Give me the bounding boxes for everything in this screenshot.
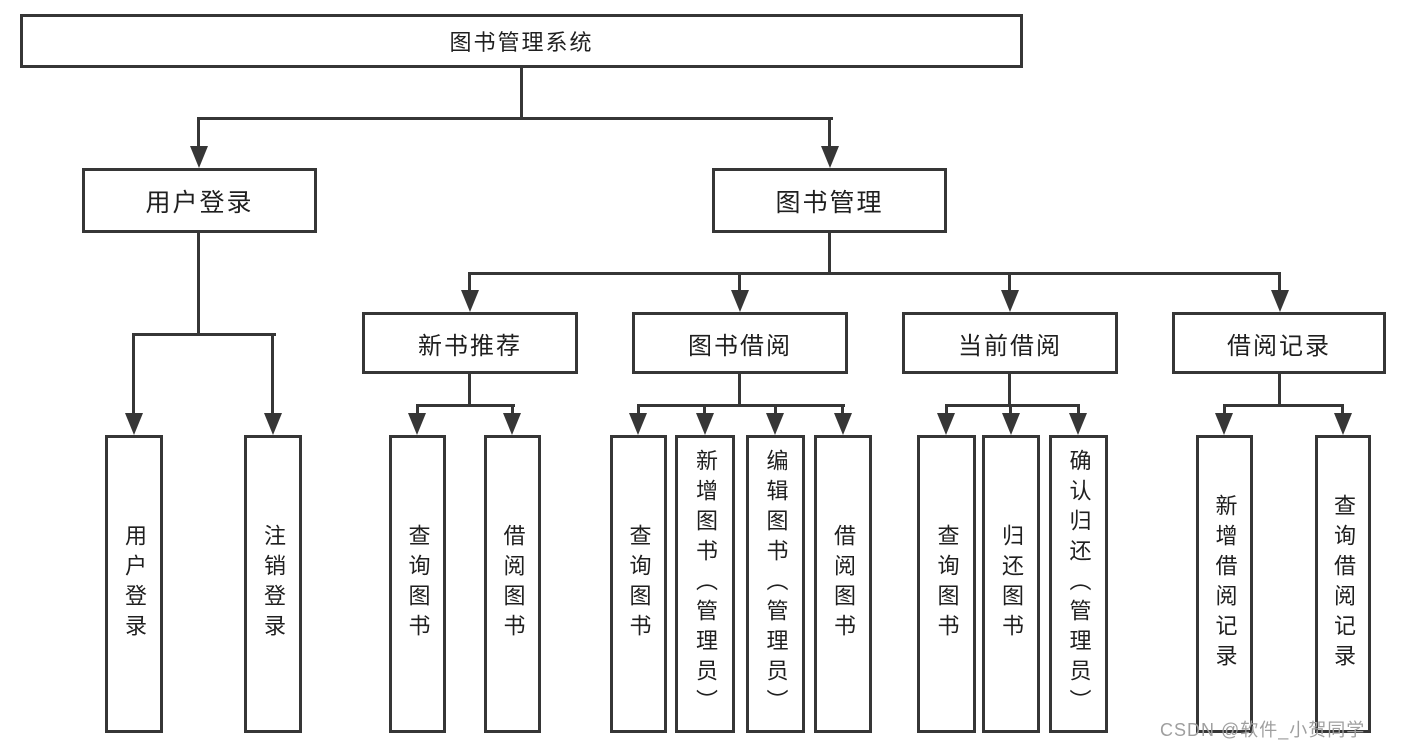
leaf-query-books-borrowing-label: 查询图书 [626,524,652,644]
connector-arrowhead-down-icon [1215,413,1233,435]
node-new-book-recommendation: 新书推荐 [362,312,578,374]
node-borrowing-records-label: 借阅记录 [1227,332,1331,360]
leaf-user-login-label: 用户登录 [122,524,147,644]
connector-arrowhead-down-icon [190,146,208,168]
connector-line [1278,374,1281,406]
connector-line [197,117,833,120]
leaf-edit-books-admin-label: 编辑图书（管理员） [763,449,789,719]
connector-arrowhead-down-icon [834,413,852,435]
connector-line [1341,406,1344,415]
connector-line [945,406,948,415]
connector-arrowhead-down-icon [503,413,521,435]
leaf-add-books-admin-label: 新增图书（管理员） [693,449,718,719]
node-user-login-label: 用户登录 [145,188,254,217]
leaf-confirm-return-admin: 确认归还（管理员） [1049,435,1108,733]
connector-line [132,333,276,336]
leaf-user-login: 用户登录 [105,435,163,733]
connector-line [468,274,471,292]
connector-line [828,119,831,150]
connector-line [774,406,777,415]
connector-line [841,406,844,415]
connector-line [945,404,1080,407]
connector-arrowhead-down-icon [1002,413,1020,435]
connector-arrowhead-down-icon [821,146,839,168]
connector-arrowhead-down-icon [408,413,426,435]
leaf-query-borrow-record-label: 查询借阅记录 [1331,494,1356,674]
connector-line [511,406,514,415]
connector-line [416,406,419,415]
connector-line [416,404,515,407]
connector-line [468,374,471,406]
connector-line [1223,406,1226,415]
connector-line [520,68,523,119]
connector-line [738,274,741,292]
connector-line [197,119,200,150]
connector-line [1009,406,1012,415]
leaf-add-borrow-record-label: 新增借阅记录 [1212,494,1238,674]
leaf-edit-books-admin: 编辑图书（管理员） [746,435,805,733]
leaf-add-borrow-record: 新增借阅记录 [1196,435,1253,733]
connector-arrowhead-down-icon [629,413,647,435]
node-book-management: 图书管理 [712,168,947,233]
connector-line [1223,404,1344,407]
connector-line [468,272,1281,275]
leaf-logout: 注销登录 [244,435,302,733]
connector-arrowhead-down-icon [125,413,143,435]
connector-line [738,374,741,406]
leaf-logout-label: 注销登录 [261,524,286,644]
connector-arrowhead-down-icon [264,413,282,435]
node-borrowing-records: 借阅记录 [1172,312,1386,374]
connector-arrowhead-down-icon [1069,413,1087,435]
leaf-query-borrow-record: 查询借阅记录 [1315,435,1371,733]
connector-arrowhead-down-icon [766,413,784,435]
connector-arrowhead-down-icon [937,413,955,435]
leaf-query-books-current-label: 查询图书 [934,524,960,644]
leaf-borrow-books-recommend: 借阅图书 [484,435,541,733]
leaf-borrow-books: 借阅图书 [814,435,872,733]
connector-line [637,406,640,415]
node-library-management-system-label: 图书管理系统 [449,30,594,55]
leaf-return-books: 归还图书 [982,435,1040,733]
node-current-borrowing: 当前借阅 [902,312,1118,374]
connector-line [1008,374,1011,406]
connector-arrowhead-down-icon [731,290,749,312]
leaf-return-books-label: 归还图书 [999,524,1024,644]
node-library-management-system: 图书管理系统 [20,14,1023,68]
leaf-query-books-recommend: 查询图书 [389,435,446,733]
connector-line [1008,274,1011,292]
connector-arrowhead-down-icon [1334,413,1352,435]
node-user-login: 用户登录 [82,168,317,233]
leaf-add-books-admin: 新增图书（管理员） [675,435,735,733]
connector-arrowhead-down-icon [461,290,479,312]
connector-line [828,233,831,274]
connector-arrowhead-down-icon [1271,290,1289,312]
leaf-query-books-recommend-label: 查询图书 [405,524,431,644]
node-new-book-recommendation-label: 新书推荐 [418,332,522,360]
leaf-query-books-current: 查询图书 [917,435,976,733]
connector-line [1278,274,1281,292]
node-book-borrowing: 图书借阅 [632,312,848,374]
connector-line [271,335,274,416]
connector-line [637,404,845,407]
node-current-borrowing-label: 当前借阅 [958,332,1062,360]
node-book-management-label: 图书管理 [775,188,884,217]
connector-line [1077,406,1080,415]
connector-arrowhead-down-icon [696,413,714,435]
leaf-borrow-books-label: 借阅图书 [831,524,856,644]
csdn-watermark: CSDN @软件_小贺同学 [1160,720,1366,740]
connector-line [197,233,200,336]
leaf-borrow-books-recommend-label: 借阅图书 [500,524,526,644]
connector-line [132,335,135,416]
leaf-query-books-borrowing: 查询图书 [610,435,667,733]
connector-line [703,406,706,415]
leaf-confirm-return-admin-label: 确认归还（管理员） [1066,449,1092,719]
connector-arrowhead-down-icon [1001,290,1019,312]
node-book-borrowing-label: 图书借阅 [688,332,792,360]
